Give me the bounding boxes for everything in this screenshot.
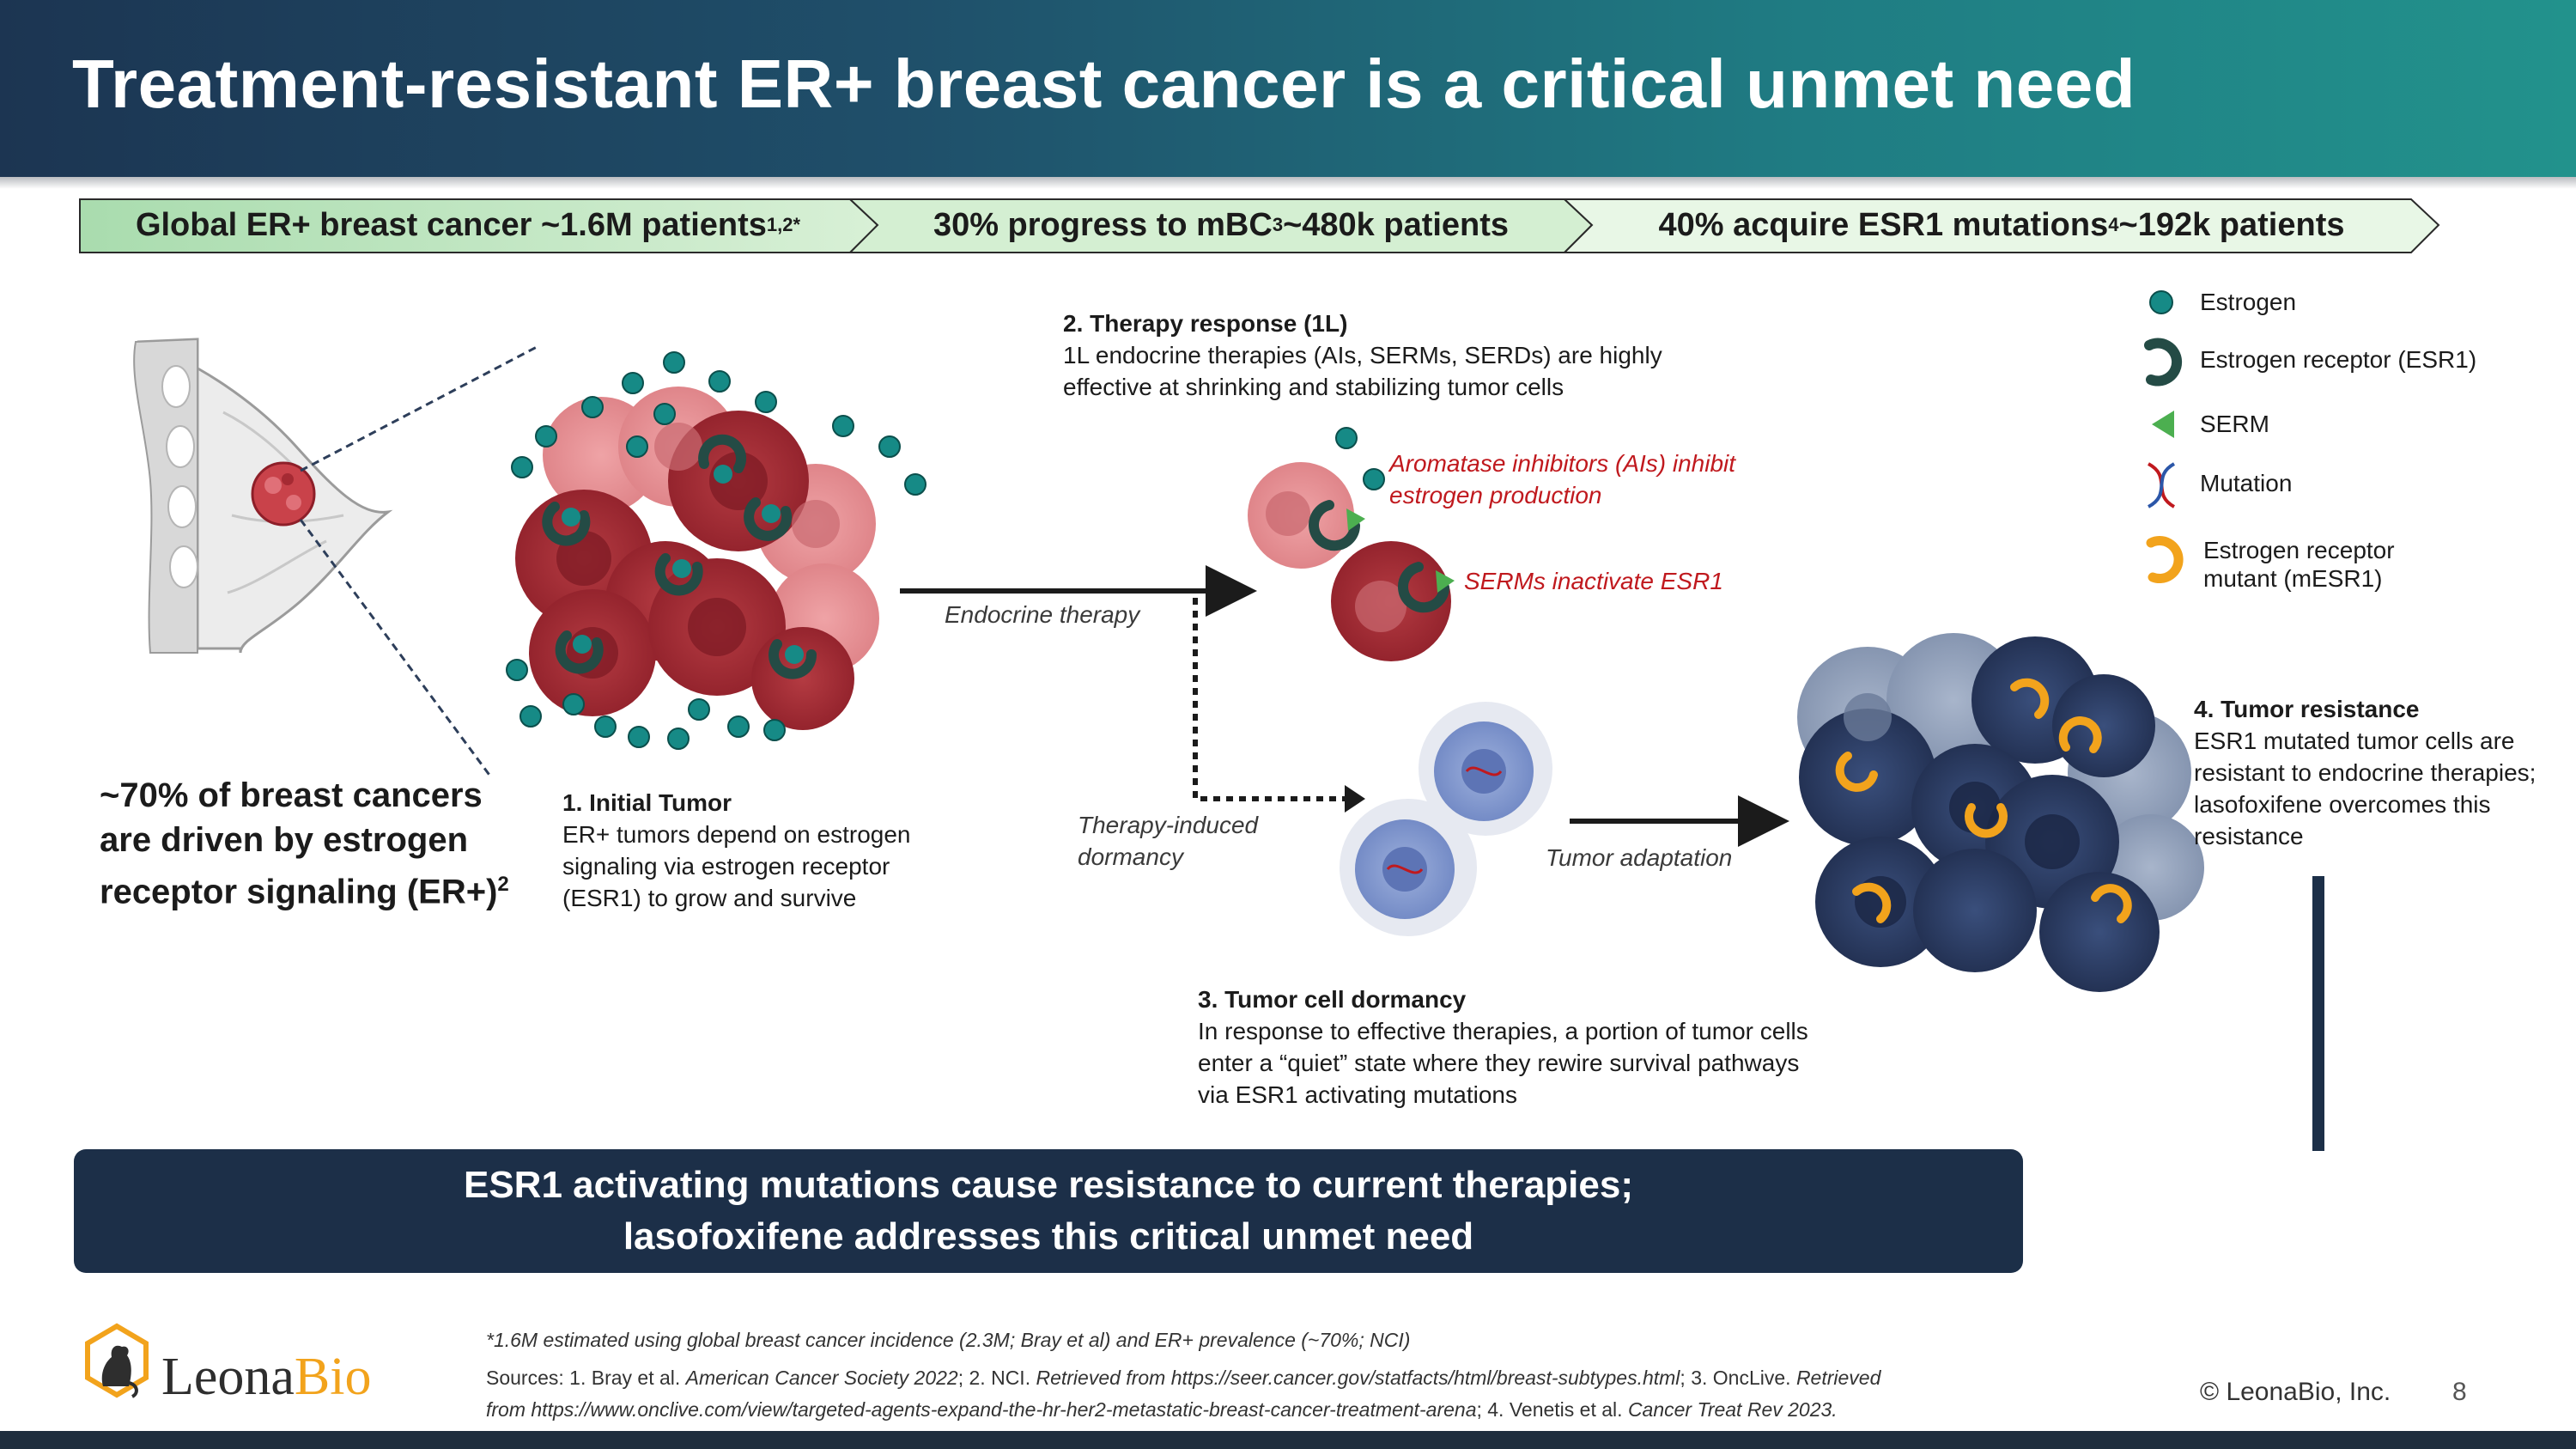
therapy-response-body: 1L endocrine therapies (AIs, SERMs, SERD… (1063, 342, 1662, 400)
endocrine-therapy-label: Endocrine therapy (945, 601, 1140, 628)
footnote: *1.6M estimated using global breast canc… (486, 1329, 1411, 1351)
tumor-adaptation-label: Tumor adaptation (1546, 844, 1733, 871)
mutant-receptor-icon (2146, 536, 2184, 584)
initial-tumor-cluster (506, 351, 927, 750)
therapy-response-cells (1248, 427, 1455, 661)
breast-tumor (251, 461, 316, 527)
page-title: Treatment-resistant ER+ breast cancer is… (72, 46, 2136, 122)
er-plus-callout: ~70% of breast cancers are driven by est… (100, 776, 509, 911)
therapy-response-title: 2. Therapy response (1L) (1063, 310, 1348, 337)
resistance-title: 4. Tumor resistance (2194, 696, 2420, 722)
header-shadow (0, 177, 2576, 189)
initial-tumor-body: ER+ tumors depend on estrogen signaling … (562, 821, 911, 911)
estrogen-icon (2149, 290, 2173, 314)
initial-tumor-title: 1. Initial Tumor (562, 789, 732, 816)
return-arrow (2312, 876, 2324, 1151)
step-chevrons (79, 198, 2440, 253)
banner-line-2: lasofoxifene addresses this critical unm… (623, 1215, 1474, 1257)
legend-estrogen: Estrogen (2200, 289, 2297, 315)
copyright: © LeonaBio, Inc. (2200, 1378, 2391, 1406)
aromatase-inhibitors-label: Aromatase inhibitors (AIs) inhibit estro… (1389, 450, 1736, 508)
banner-line-1: ESR1 activating mutations cause resistan… (463, 1164, 1633, 1206)
dormancy-text: 3. Tumor cell dormancy In response to ef… (1198, 983, 1816, 1111)
serms-label: SERMs inactivate ESR1 (1464, 568, 1723, 594)
resistant-tumor-cluster (1797, 633, 2204, 992)
dormancy-body: In response to effective therapies, a po… (1198, 1018, 1808, 1108)
page-number: 8 (2452, 1378, 2467, 1406)
initial-tumor-text: 1. Initial Tumor ER+ tumors depend on es… (562, 787, 957, 914)
serm-icon (2152, 411, 2174, 438)
dormant-cells (1340, 702, 1552, 936)
bottom-bar (0, 1431, 2576, 1449)
step-chevron-3 (1562, 198, 2440, 253)
receptor-icon (2144, 338, 2183, 387)
dormancy-arrow (1193, 598, 1348, 801)
dormancy-label: Therapy-induced dormancy (1078, 812, 1259, 870)
legend-mutation: Mutation (2200, 470, 2293, 496)
therapy-response-text: 2. Therapy response (1L) 1L endocrine th… (1063, 307, 1716, 403)
leonabio-logo-text: LeonaBio (161, 1348, 372, 1406)
resistance-text: 4. Tumor resistance ESR1 mutated tumor c… (2194, 693, 2555, 852)
header-bar (0, 0, 2576, 177)
legend-serm: SERM (2200, 411, 2269, 437)
sources: Sources: 1. Bray et al. American Cancer … (486, 1367, 1881, 1421)
lion-logo-icon (85, 1323, 149, 1398)
breast-illustration (133, 338, 538, 778)
resistance-body: ESR1 mutated tumor cells are resistant t… (2194, 728, 2537, 849)
dormancy-title: 3. Tumor cell dormancy (1198, 986, 1467, 1013)
diagram-illustration (133, 290, 2324, 1151)
conclusion-banner: ESR1 activating mutations cause resistan… (74, 1149, 2023, 1273)
mutation-icon (2147, 462, 2176, 508)
legend-receptor: Estrogen receptor (ESR1) (2200, 346, 2477, 373)
legend-icons (2144, 290, 2184, 584)
